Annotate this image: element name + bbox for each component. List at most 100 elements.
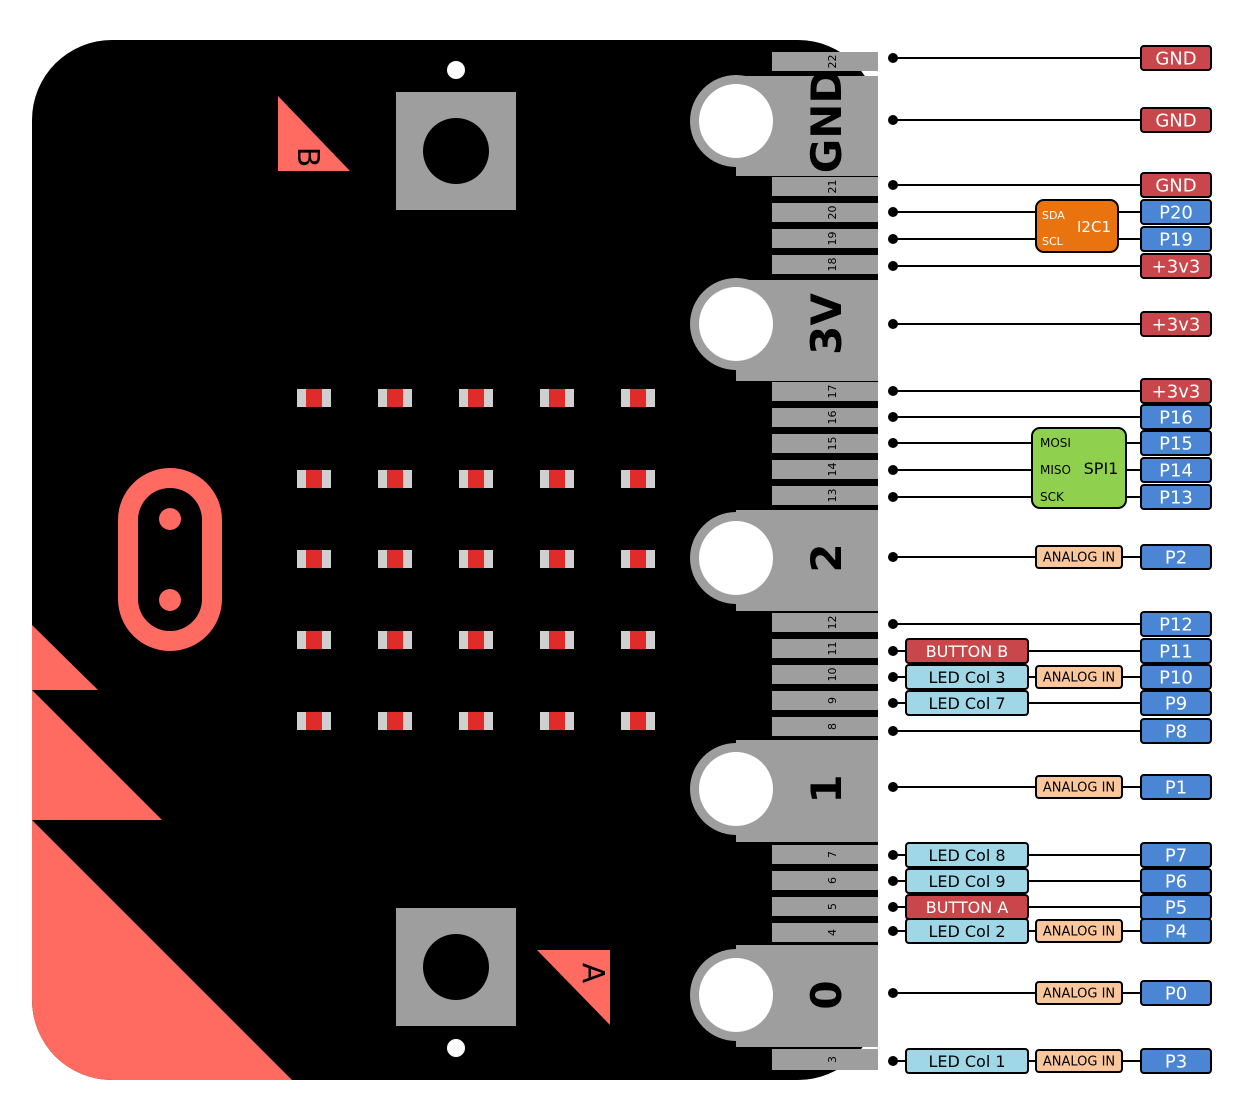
pinout-row: +3v3 <box>888 378 1212 404</box>
edge-pin-19: 19 <box>772 229 878 248</box>
edge-pin-number: 3 <box>826 1056 839 1063</box>
pin-tag-box <box>1140 868 1212 894</box>
pin-tag-box <box>1140 404 1212 430</box>
edge-pin-number: 20 <box>826 206 839 220</box>
pin-tag: P2 <box>1140 544 1212 570</box>
led <box>621 631 655 649</box>
analog-in-tag-text: ANALOG IN <box>1043 551 1115 566</box>
button-a[interactable] <box>396 908 516 1057</box>
edge-pin-slot <box>772 382 878 401</box>
led-light <box>468 470 484 488</box>
pin-tag-box <box>1140 918 1212 944</box>
edge-pin-number: 8 <box>826 723 839 730</box>
led <box>459 550 493 568</box>
pinout-dot <box>888 492 898 502</box>
pin-tag-text: P0 <box>1165 983 1187 1004</box>
pinout-dot <box>888 207 898 217</box>
pinout-row: P2 ANALOG IN <box>888 544 1212 570</box>
pin-tag-box <box>1140 638 1212 664</box>
pinout-dot <box>888 261 898 271</box>
pin-tag: GND <box>1140 107 1212 133</box>
led-col-tag-text: LED Col 8 <box>928 846 1005 865</box>
led <box>459 631 493 649</box>
edge-pin-number: 10 <box>826 668 839 682</box>
pin-tag-box <box>1140 107 1212 133</box>
edge-pin-number: 5 <box>826 903 839 910</box>
big-pad-hole <box>699 287 773 361</box>
edge-pin-7: 7 <box>772 845 878 864</box>
led-light <box>387 712 403 730</box>
pin-tag: P1 <box>1140 774 1212 800</box>
led <box>378 550 412 568</box>
led-light <box>549 389 565 407</box>
edge-pin-4: 4 <box>772 923 878 942</box>
edge-pin-number: 9 <box>826 697 839 704</box>
led-light <box>387 631 403 649</box>
analog-in-tag-box <box>1035 919 1123 943</box>
pinout-dot <box>888 902 898 912</box>
pin-tag-text: P5 <box>1165 897 1187 918</box>
spi-miso: MISO <box>1040 463 1071 477</box>
pinout-dot <box>888 53 898 63</box>
led-light <box>549 550 565 568</box>
pinout-row: GND <box>888 172 1212 198</box>
led <box>621 470 655 488</box>
led <box>459 712 493 730</box>
led-light <box>468 712 484 730</box>
pin-tag-text: GND <box>1155 110 1196 131</box>
edge-pin-5: 5 <box>772 897 878 916</box>
big-pad-2: 2 <box>690 510 878 611</box>
board-corner-stripes <box>32 625 292 1080</box>
pin-tag-text: P16 <box>1159 407 1193 428</box>
pinout-row: P16 <box>888 404 1212 430</box>
pin-tag: P8 <box>1140 718 1212 744</box>
pin-tag-box <box>1140 690 1212 716</box>
led <box>540 470 574 488</box>
button-b[interactable] <box>396 61 516 210</box>
edge-pin-number: 18 <box>826 258 839 272</box>
pinout-dot <box>888 386 898 396</box>
led <box>621 550 655 568</box>
button-a-marker: A <box>537 950 610 1025</box>
pinout-dot <box>888 619 898 629</box>
led-light <box>630 550 646 568</box>
pinout-dot <box>888 876 898 886</box>
pin-tag-box <box>1140 664 1212 690</box>
edge-pin-slot <box>772 871 878 890</box>
pinout-dot <box>888 1056 898 1066</box>
big-pad-1: 3V <box>690 278 878 381</box>
edge-pin-slot <box>772 691 878 710</box>
board-body <box>32 40 878 1080</box>
pinout-dot <box>888 698 898 708</box>
pin-tag-text: +3v3 <box>1152 381 1201 402</box>
led-light <box>630 631 646 649</box>
pin-tag-box <box>1140 172 1212 198</box>
button-func-tag-text: BUTTON B <box>926 642 1009 661</box>
pin-tag: P3 <box>1140 1048 1212 1074</box>
i2c-name: I2C1 <box>1077 218 1111 236</box>
pin-tag-text: P3 <box>1165 1051 1187 1072</box>
edge-pin-slot <box>772 203 878 222</box>
big-pad-label: 1 <box>802 774 851 803</box>
led <box>540 712 574 730</box>
edge-pin-slot <box>772 613 878 632</box>
led-col-tag-text: LED Col 2 <box>928 922 1005 941</box>
edge-pin-slot <box>772 408 878 427</box>
edge-connector: 222120191817161514131211109876543GND3V21… <box>690 52 878 1070</box>
led-light <box>306 550 322 568</box>
led-col-tag-box <box>905 690 1029 716</box>
led-light <box>549 712 565 730</box>
button-func-tag: BUTTON A <box>905 894 1029 920</box>
led-col-tag: LED Col 3 <box>905 664 1029 690</box>
edge-pin-20: 20 <box>772 203 878 222</box>
edge-pin-number: 4 <box>826 929 839 936</box>
led-col-tag: LED Col 7 <box>905 690 1029 716</box>
big-pad-hole <box>699 752 773 826</box>
pin-tag-text: P15 <box>1159 433 1193 454</box>
